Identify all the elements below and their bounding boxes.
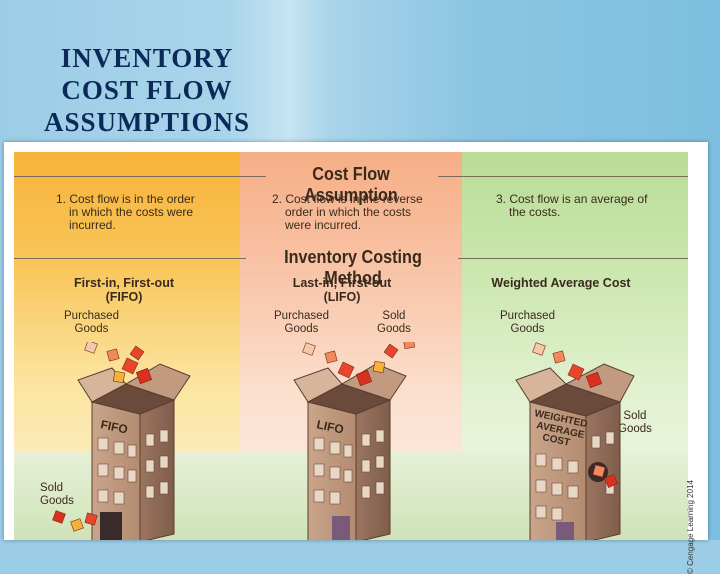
- title-line-3: ASSUMPTIONS: [43, 107, 251, 137]
- assumption-2-line: order in which the costs: [285, 205, 412, 219]
- sold-goods-label-weighted: Sold Goods: [618, 410, 652, 436]
- weighted-average-building-icon: WEIGHTED AVERAGE COST: [515, 342, 635, 540]
- sold-goods-label-lifo: Sold Goods: [377, 310, 411, 336]
- sold-goods-label-fifo: Sold Goods: [40, 482, 74, 508]
- assumption-3-line: the costs.: [509, 205, 561, 219]
- page-title: INVENTORY COST FLOW ASSUMPTIONS: [36, 42, 258, 138]
- cost-flow-assumption-heading: Cost Flow Assumption: [304, 164, 398, 205]
- purchased-goods-label-weighted: Purchased Goods: [500, 310, 555, 336]
- method-fifo-line: First-in, First-out: [74, 276, 174, 290]
- assumption-1-line: incurred.: [69, 218, 116, 232]
- method-lifo-line: Last-in, First-out: [292, 276, 392, 290]
- label-line: Purchased: [500, 310, 555, 322]
- label-line: Goods: [377, 323, 411, 335]
- lifo-building-icon: LIFO: [293, 342, 416, 540]
- method-fifo: First-in, First-out (FIFO): [64, 276, 184, 304]
- cost-flow-figure: Cost Flow Assumption Inventory Costing M…: [4, 142, 708, 574]
- label-line: Goods: [74, 323, 109, 335]
- assumption-2-line: 2. Cost flow is in the reverse: [272, 192, 423, 206]
- fifo-building-sign: FIFO: [99, 417, 129, 436]
- label-line: Sold: [40, 482, 64, 494]
- building-illustrations: FIFO: [52, 342, 635, 540]
- method-lifo: Last-in, First-out (LIFO): [282, 276, 402, 304]
- assumption-1-line: in which the costs were: [69, 205, 194, 219]
- method-rule-left: [14, 258, 246, 259]
- assumption-3-line: 3. Cost flow is an average of: [496, 192, 648, 206]
- assumption-1-line: 1. Cost flow is in the order: [56, 192, 195, 206]
- figure-panel: Cost Flow Assumption Inventory Costing M…: [14, 152, 688, 540]
- method-fifo-line: (FIFO): [105, 290, 143, 304]
- label-line: Sold: [382, 310, 406, 322]
- title-line-2: COST FLOW: [61, 75, 233, 105]
- fifo-building-icon: FIFO: [52, 342, 191, 540]
- title-line-1: INVENTORY: [60, 43, 234, 73]
- copyright-notice: © Cengage Learning 2014: [686, 480, 695, 574]
- label-line: Goods: [40, 495, 74, 507]
- assumption-3-text: 3. Cost flow is an average of the costs.: [496, 193, 647, 219]
- inventory-costing-method-heading: Inventory Costing Method: [284, 247, 422, 288]
- header-rule-left: [14, 176, 266, 177]
- method-lifo-line: (LIFO): [323, 290, 361, 304]
- assumption-2-text: 2. Cost flow is in the reverse order in …: [272, 193, 423, 232]
- label-line: Goods: [618, 423, 652, 435]
- label-line: Purchased: [274, 310, 329, 322]
- purchased-goods-label-fifo: Purchased Goods: [64, 310, 119, 336]
- label-line: Purchased: [64, 310, 119, 322]
- label-line: Sold: [623, 410, 647, 422]
- method-weighted-average-line: Weighted Average Cost: [491, 276, 631, 290]
- header-rule-right: [438, 176, 688, 177]
- method-rule-right: [458, 258, 688, 259]
- assumption-2-line: were incurred.: [285, 218, 362, 232]
- method-weighted-average: Weighted Average Cost: [486, 276, 636, 290]
- label-line: Goods: [284, 323, 319, 335]
- lifo-building-sign: LIFO: [315, 417, 345, 436]
- purchased-goods-label-lifo: Purchased Goods: [274, 310, 329, 336]
- assumption-1-text: 1. Cost flow is in the order in which th…: [56, 193, 195, 232]
- label-line: Goods: [510, 323, 545, 335]
